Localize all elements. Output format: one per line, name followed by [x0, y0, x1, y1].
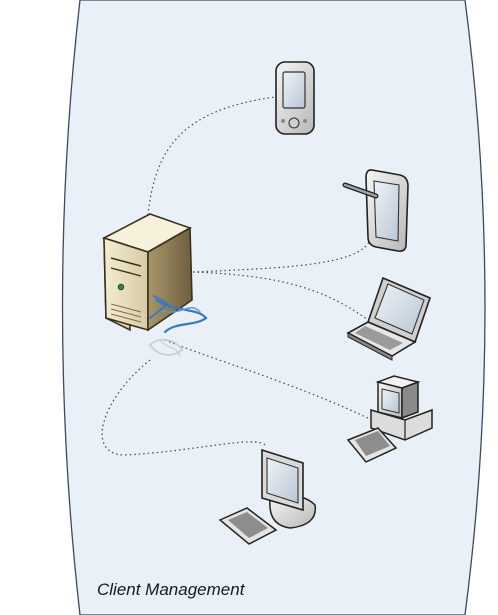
- connectors: [101, 96, 373, 456]
- desktop-computer-icon: [346, 375, 433, 463]
- panel-background: [61, 0, 486, 615]
- connector-desktop: [164, 339, 373, 421]
- server-icon: [101, 213, 193, 332]
- laptop-icon: [346, 276, 431, 361]
- connector-tablet: [192, 239, 371, 273]
- sql-management-icon: [148, 295, 208, 357]
- connector-laptop: [192, 271, 369, 321]
- connector-pda: [147, 96, 276, 216]
- monitor-keyboard-icon: [218, 448, 317, 545]
- diagram-caption: Client Management: [97, 580, 245, 599]
- tablet-icon: [342, 169, 409, 252]
- connector-workstation: [101, 359, 266, 456]
- pda-icon: [275, 61, 315, 135]
